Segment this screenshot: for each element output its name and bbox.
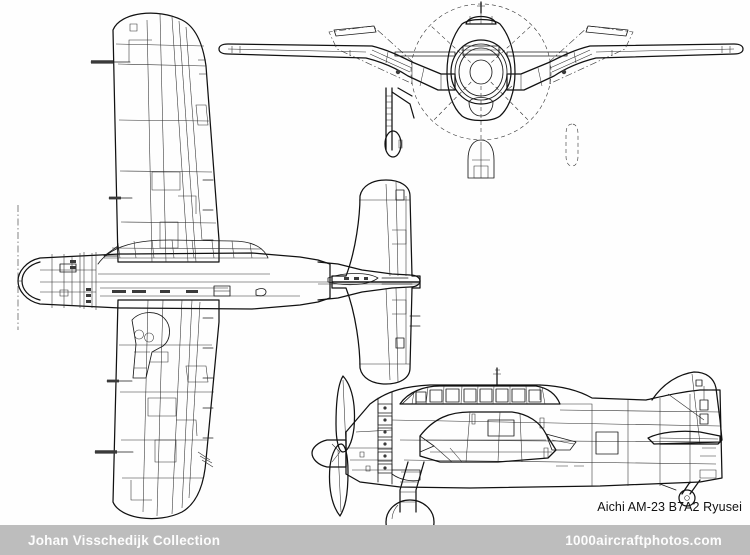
side-propeller-blade-upper xyxy=(335,375,356,453)
side-cowl-fairing xyxy=(391,469,421,482)
side-fuselage-outline xyxy=(345,384,723,489)
front-canopy xyxy=(465,15,497,25)
front-wing-right xyxy=(506,43,744,91)
plan-flap-panel xyxy=(151,171,181,191)
front-wing-cannon-right xyxy=(506,51,568,57)
front-fuselage-cowl xyxy=(446,18,516,122)
footer-site-label[interactable]: 1000aircraftphotos.com xyxy=(565,532,722,548)
plan-spinner xyxy=(21,261,41,301)
side-tail-fin xyxy=(651,371,723,445)
front-wing-marker-right xyxy=(561,69,567,75)
front-torpedo xyxy=(467,139,495,179)
plan-main-gear-bay xyxy=(131,312,170,379)
side-view xyxy=(311,367,723,545)
side-spinner xyxy=(311,439,347,468)
side-wing-root xyxy=(419,411,557,463)
plan-tail-cone xyxy=(317,261,421,301)
plan-stabilizer-lower xyxy=(331,281,421,385)
front-landing-gear xyxy=(384,87,415,158)
side-access-hatch xyxy=(595,431,619,455)
front-wing-marker-left xyxy=(395,69,401,75)
footer-bar: Johan Visschedijk Collection 1000aircraf… xyxy=(0,525,750,555)
plan-hatch xyxy=(213,285,231,297)
folded-wing-outline-right xyxy=(548,25,634,85)
front-cowl-ring xyxy=(450,39,512,105)
side-canopy-outline xyxy=(399,385,561,405)
plan-windscreen xyxy=(103,245,119,257)
side-horizontal-stabilizer xyxy=(647,430,721,445)
side-windscreen xyxy=(401,390,417,405)
footer-collection-label: Johan Visschedijk Collection xyxy=(28,532,221,548)
front-oil-cooler xyxy=(468,97,494,117)
front-view xyxy=(218,1,744,179)
front-cowl-intake xyxy=(462,45,500,56)
plan-stabilizer-upper xyxy=(331,179,421,283)
side-tail-wheel xyxy=(678,489,696,507)
side-propeller-blade-lower xyxy=(328,443,349,517)
plan-cowl-panel xyxy=(59,263,77,273)
front-wing-left xyxy=(218,43,456,91)
plan-canopy-outline xyxy=(97,239,269,265)
plan-fin-edge xyxy=(327,273,379,286)
side-wing-fillet xyxy=(545,433,577,451)
folded-wing-outline-left xyxy=(328,25,414,85)
wing-lower-outline xyxy=(112,299,220,520)
front-wing-cannon-left xyxy=(394,51,456,57)
front-main-wheel xyxy=(384,130,402,158)
small-dashed-detail xyxy=(565,123,579,167)
plan-fuselage-outline xyxy=(17,252,331,310)
drawing-caption: Aichi AM-23 B7A2 Ryusei xyxy=(597,500,742,514)
plan-view xyxy=(17,12,421,520)
plan-flap-panel-lower xyxy=(147,397,177,417)
front-spinner xyxy=(470,60,492,84)
